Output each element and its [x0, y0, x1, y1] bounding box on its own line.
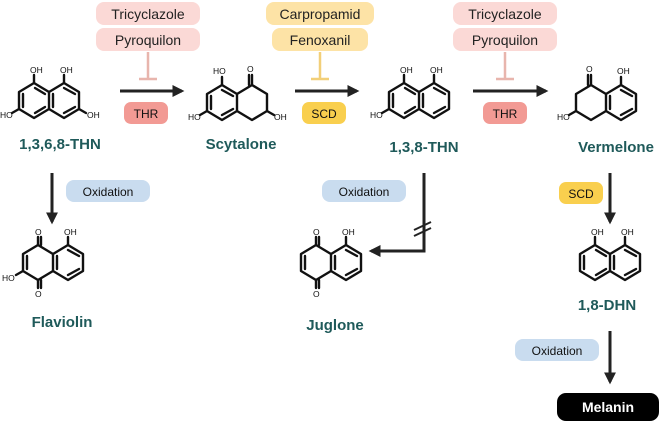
oxidation-labels: Oxidation Oxidation Oxidation	[66, 180, 599, 361]
structure-vermelone: O OH HO	[557, 64, 638, 122]
structure-scytalone: HO O HO OH	[188, 64, 287, 122]
inhibitor-box-carpropamid	[266, 2, 374, 25]
oxidation-box-1	[66, 180, 150, 202]
inhibitor-label-fenoxanil: Fenoxanil	[290, 32, 351, 48]
arrow-thn3-to-juglone	[368, 173, 426, 257]
vermelone-o: O	[586, 64, 593, 74]
enzyme-labels: THR SCD THR SCD	[124, 102, 603, 204]
compound-dhn: 1,8-DHN	[578, 297, 636, 314]
enzyme-label-thr-1: THR	[134, 107, 159, 121]
inhibitor-box-fenoxanil	[272, 28, 368, 51]
vermelone-ho: HO	[557, 112, 570, 122]
dhn-oh-2: OH	[621, 227, 634, 237]
enzyme-label-scd-2: SCD	[568, 187, 594, 201]
compound-vermelone: Vermelone	[578, 139, 654, 156]
inhibitor-box-tricyclazole-1	[96, 2, 200, 25]
oxidation-box-2	[322, 180, 406, 202]
thn3-ho: HO	[370, 110, 383, 120]
compound-flaviolin: Flaviolin	[32, 314, 93, 331]
enzyme-label-thr-2: THR	[493, 107, 518, 121]
inhibition-marks	[139, 52, 514, 81]
thn4-ho: HO	[0, 110, 13, 120]
break-mark-2	[413, 227, 432, 237]
structure-juglone: O OH O	[299, 227, 363, 299]
compound-melanin: Melanin	[582, 399, 634, 415]
melanin-badge: Melanin	[557, 393, 659, 421]
inhibitor-group-3: Tricyclazole Pyroquilon	[453, 2, 557, 51]
oxidation-label-1: Oxidation	[83, 185, 134, 199]
structure-thn3: OH OH HO	[370, 65, 451, 120]
thn4-oh-1: OH	[30, 65, 43, 75]
compound-names: 1,3,6,8-THN Scytalone 1,3,8-THN Vermelon…	[19, 136, 654, 334]
thn3-oh-1: OH	[400, 65, 413, 75]
inhibitor-box-pyroquilon-1	[96, 28, 200, 51]
oxidation-label-2: Oxidation	[339, 185, 390, 199]
flaviolin-ho: HO	[2, 273, 15, 283]
scytalone-ho-2: HO	[188, 112, 201, 122]
inhibitor-label-tricyclazole-2: Tricyclazole	[468, 6, 542, 22]
enzyme-label-scd-1: SCD	[311, 107, 337, 121]
enzyme-box-thr-1	[124, 102, 168, 124]
inhibitor-label-pyroquilon-1: Pyroquilon	[115, 32, 181, 48]
inhibitor-group-1: Tricyclazole Pyroquilon	[96, 2, 200, 51]
compound-thn4: 1,3,6,8-THN	[19, 136, 101, 153]
structure-thn4: OH OH HO OH	[0, 65, 100, 120]
juglone-o-2: O	[313, 289, 320, 299]
dhn-oh-1: OH	[591, 227, 604, 237]
oxidation-label-3: Oxidation	[532, 344, 583, 358]
inhibitor-box-tricyclazole-2	[453, 2, 557, 25]
enzyme-box-scd-2	[559, 182, 603, 204]
inhibitor-label-pyroquilon-2: Pyroquilon	[472, 32, 538, 48]
inhibitor-label-tricyclazole-1: Tricyclazole	[111, 6, 185, 22]
flaviolin-oh: OH	[64, 227, 77, 237]
inhibitor-box-pyroquilon-2	[453, 28, 557, 51]
compound-juglone: Juglone	[306, 317, 364, 334]
inhibitor-group-2: Carpropamid Fenoxanil	[266, 2, 374, 51]
compound-thn3: 1,3,8-THN	[389, 139, 458, 156]
thn3-oh-2: OH	[430, 65, 443, 75]
enzyme-box-scd-1	[302, 102, 346, 124]
break-mark-1	[413, 221, 432, 231]
enzyme-box-thr-2	[483, 102, 527, 124]
scytalone-ho-1: HO	[213, 66, 226, 76]
thn4-oh-2: OH	[60, 65, 73, 75]
structure-dhn: OH OH	[578, 227, 642, 282]
structure-flaviolin: O OH HO O	[2, 227, 85, 299]
vermelone-oh: OH	[617, 66, 630, 76]
branch-arrows	[46, 173, 616, 385]
juglone-o-1: O	[313, 227, 320, 237]
juglone-oh: OH	[342, 227, 355, 237]
oxidation-box-3	[515, 339, 599, 361]
flaviolin-o-1: O	[35, 227, 42, 237]
flaviolin-o-2: O	[35, 289, 42, 299]
inhibitor-label-carpropamid: Carpropamid	[280, 6, 361, 22]
compound-scytalone: Scytalone	[206, 136, 277, 153]
scytalone-oh: OH	[274, 112, 287, 122]
melanin-box	[557, 393, 659, 421]
thn4-oh-3: OH	[87, 110, 100, 120]
scytalone-o: O	[247, 64, 254, 74]
